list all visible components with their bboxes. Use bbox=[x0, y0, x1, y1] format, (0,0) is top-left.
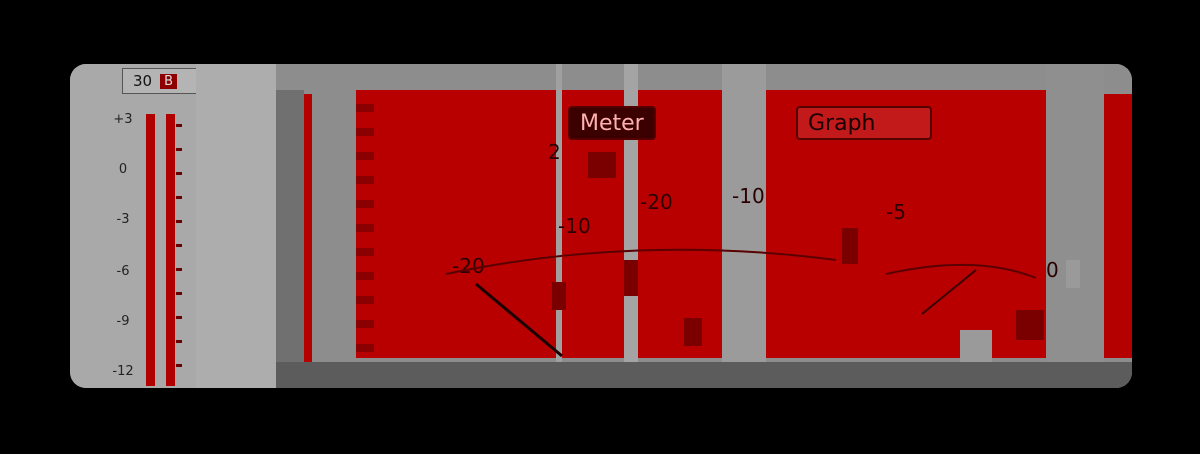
main-meter-area: Meter Graph 2 -10 -20 -20 -10 -5 0 bbox=[276, 64, 1132, 388]
scale-label: -9 bbox=[116, 314, 130, 329]
peak-readout[interactable]: 30 B bbox=[122, 68, 204, 94]
level-indicator bbox=[624, 260, 638, 296]
audio-meter-window: 30 B +3 0 -3 -6 -9 -12 Meter Graph 2 -10 bbox=[70, 64, 1132, 388]
tab-meter[interactable]: Meter bbox=[568, 106, 656, 140]
separator-strip bbox=[276, 90, 304, 388]
level-indicator bbox=[1016, 310, 1044, 340]
level-indicator bbox=[684, 318, 702, 346]
analog-meter-face-left bbox=[356, 90, 722, 358]
level-indicator bbox=[1066, 260, 1080, 288]
meter-scale-number: -20 bbox=[452, 254, 485, 278]
divider bbox=[556, 64, 562, 388]
tab-graph[interactable]: Graph bbox=[796, 106, 932, 140]
meter-scale-number: -10 bbox=[558, 214, 591, 238]
right-rail bbox=[1104, 94, 1132, 358]
meter-scale-number: -20 bbox=[640, 190, 673, 214]
status-footer bbox=[276, 362, 1132, 388]
meter-scale-number: -5 bbox=[886, 200, 906, 224]
level-indicator bbox=[588, 152, 616, 178]
meter-ruler bbox=[356, 104, 374, 354]
scale-label: -12 bbox=[112, 364, 134, 379]
scale-label: +3 bbox=[113, 112, 133, 127]
left-channel-bar bbox=[146, 114, 155, 386]
peak-readout-unit: B bbox=[160, 73, 178, 89]
divider bbox=[722, 64, 766, 388]
meter-tick-strip bbox=[176, 124, 182, 374]
scale-label: 0 bbox=[118, 162, 128, 177]
right-channel-bar bbox=[166, 114, 175, 386]
left-rail bbox=[304, 94, 312, 386]
view-tabs: Meter bbox=[568, 106, 868, 140]
scale-label: -6 bbox=[116, 264, 130, 279]
meter-scale-number: 0 bbox=[1046, 258, 1059, 282]
meter-side-panel bbox=[196, 64, 276, 388]
divider bbox=[1046, 64, 1104, 388]
level-indicator bbox=[552, 282, 566, 310]
level-indicator bbox=[842, 228, 858, 264]
scale-label: -3 bbox=[116, 212, 130, 227]
meter-needle-layer bbox=[445, 248, 1037, 358]
meter-scale-number: 2 bbox=[548, 140, 561, 164]
peak-readout-value: 30 bbox=[133, 72, 153, 90]
meter-scale-number: -10 bbox=[732, 184, 765, 208]
divider bbox=[624, 64, 638, 388]
